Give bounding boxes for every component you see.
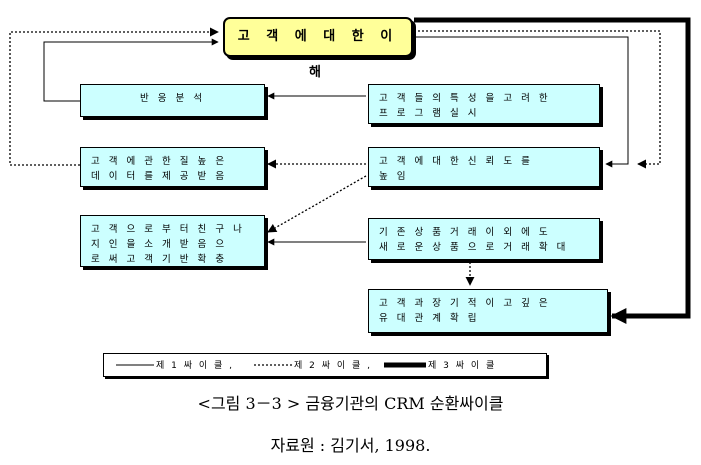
- node-text: 고 객 과 장 기 적 이 고 깊 은: [379, 298, 551, 309]
- legend: 제 1 싸 이 클 , 제 2 싸 이 클 , 제 3 싸 이 클: [103, 353, 547, 377]
- connector-response-to-title: [43, 38, 219, 102]
- node-quality-data: 고 객 에 관 한 질 높 은 데 이 터 를 제 공 받 음: [80, 147, 265, 187]
- node-text: 고 객 에 관 한 질 높 은: [91, 156, 228, 167]
- legend-label-cycle2: 제 2 싸 이 클 ,: [294, 361, 373, 371]
- figure-caption: <그림 3－3 > 금융기관의 CRM 순환싸이클: [197, 394, 504, 413]
- node-text: 유 대 관 계 확 립: [379, 313, 480, 324]
- figure-source: 자료원 : 김기서, 1998.: [270, 436, 431, 455]
- title-node-customer-understanding: 고 객 에 대 한 이 해: [223, 17, 413, 80]
- node-text: 고 객 에 대 한 신 뢰 도 를: [379, 156, 533, 167]
- legend-lines: [116, 362, 426, 368]
- node-text: 기 존 상 품 거 래 이 외 에 도: [379, 227, 551, 238]
- node-trust: 고 객 에 대 한 신 뢰 도 를 높 임: [368, 147, 600, 187]
- node-long-term: 고 객 과 장 기 적 이 고 깊 은 유 대 관 계 확 립: [368, 289, 608, 333]
- node-text: 로 써 고 객 기 반 확 충: [91, 254, 228, 265]
- node-cross-sell: 기 존 상 품 거 래 이 외 에 도 새 로 운 상 품 으 로 거 래 확 …: [368, 218, 600, 260]
- connector-title-to-longterm-thick: [414, 17, 691, 325]
- node-response-analysis: 반 응 분 석: [80, 84, 265, 117]
- legend-label-cycle1: 제 1 싸 이 클 ,: [156, 361, 235, 371]
- node-program: 고 객 들 의 특 성 을 고 려 한 프 로 그 램 실 시: [368, 84, 600, 124]
- node-referral: 고 객 으 로 부 터 친 구 나 지 인 을 소 개 받 음 으 로 써 고 …: [80, 215, 265, 267]
- cycle3-connectors: [414, 17, 691, 325]
- connector-title-to-trust-dotted: [414, 30, 661, 169]
- legend-label-cycle3: 제 3 싸 이 클: [428, 361, 497, 371]
- node-text: 프 로 그 램 실 시: [379, 108, 480, 119]
- node-text: 새 로 운 상 품 으 로 거 래 확 대: [379, 242, 569, 253]
- connector-quality-to-title: [9, 27, 219, 166]
- node-text: 반 응 분 석: [139, 93, 206, 104]
- cycle2-connectors: [9, 27, 661, 286]
- node-text: 지 인 을 소 개 받 음 으: [91, 239, 228, 250]
- connector-trust-to-referral: [267, 175, 367, 233]
- node-text: 데 이 터 를 제 공 받 음: [91, 171, 228, 182]
- node-text: 고 객 들 의 특 성 을 고 려 한: [379, 93, 551, 104]
- cycle1-connectors: [43, 36, 629, 246]
- node-text: 높 임: [379, 171, 409, 182]
- connector-title-to-trust-solid: [414, 36, 629, 168]
- node-text: 고 객 으 로 부 터 친 구 나: [91, 224, 245, 235]
